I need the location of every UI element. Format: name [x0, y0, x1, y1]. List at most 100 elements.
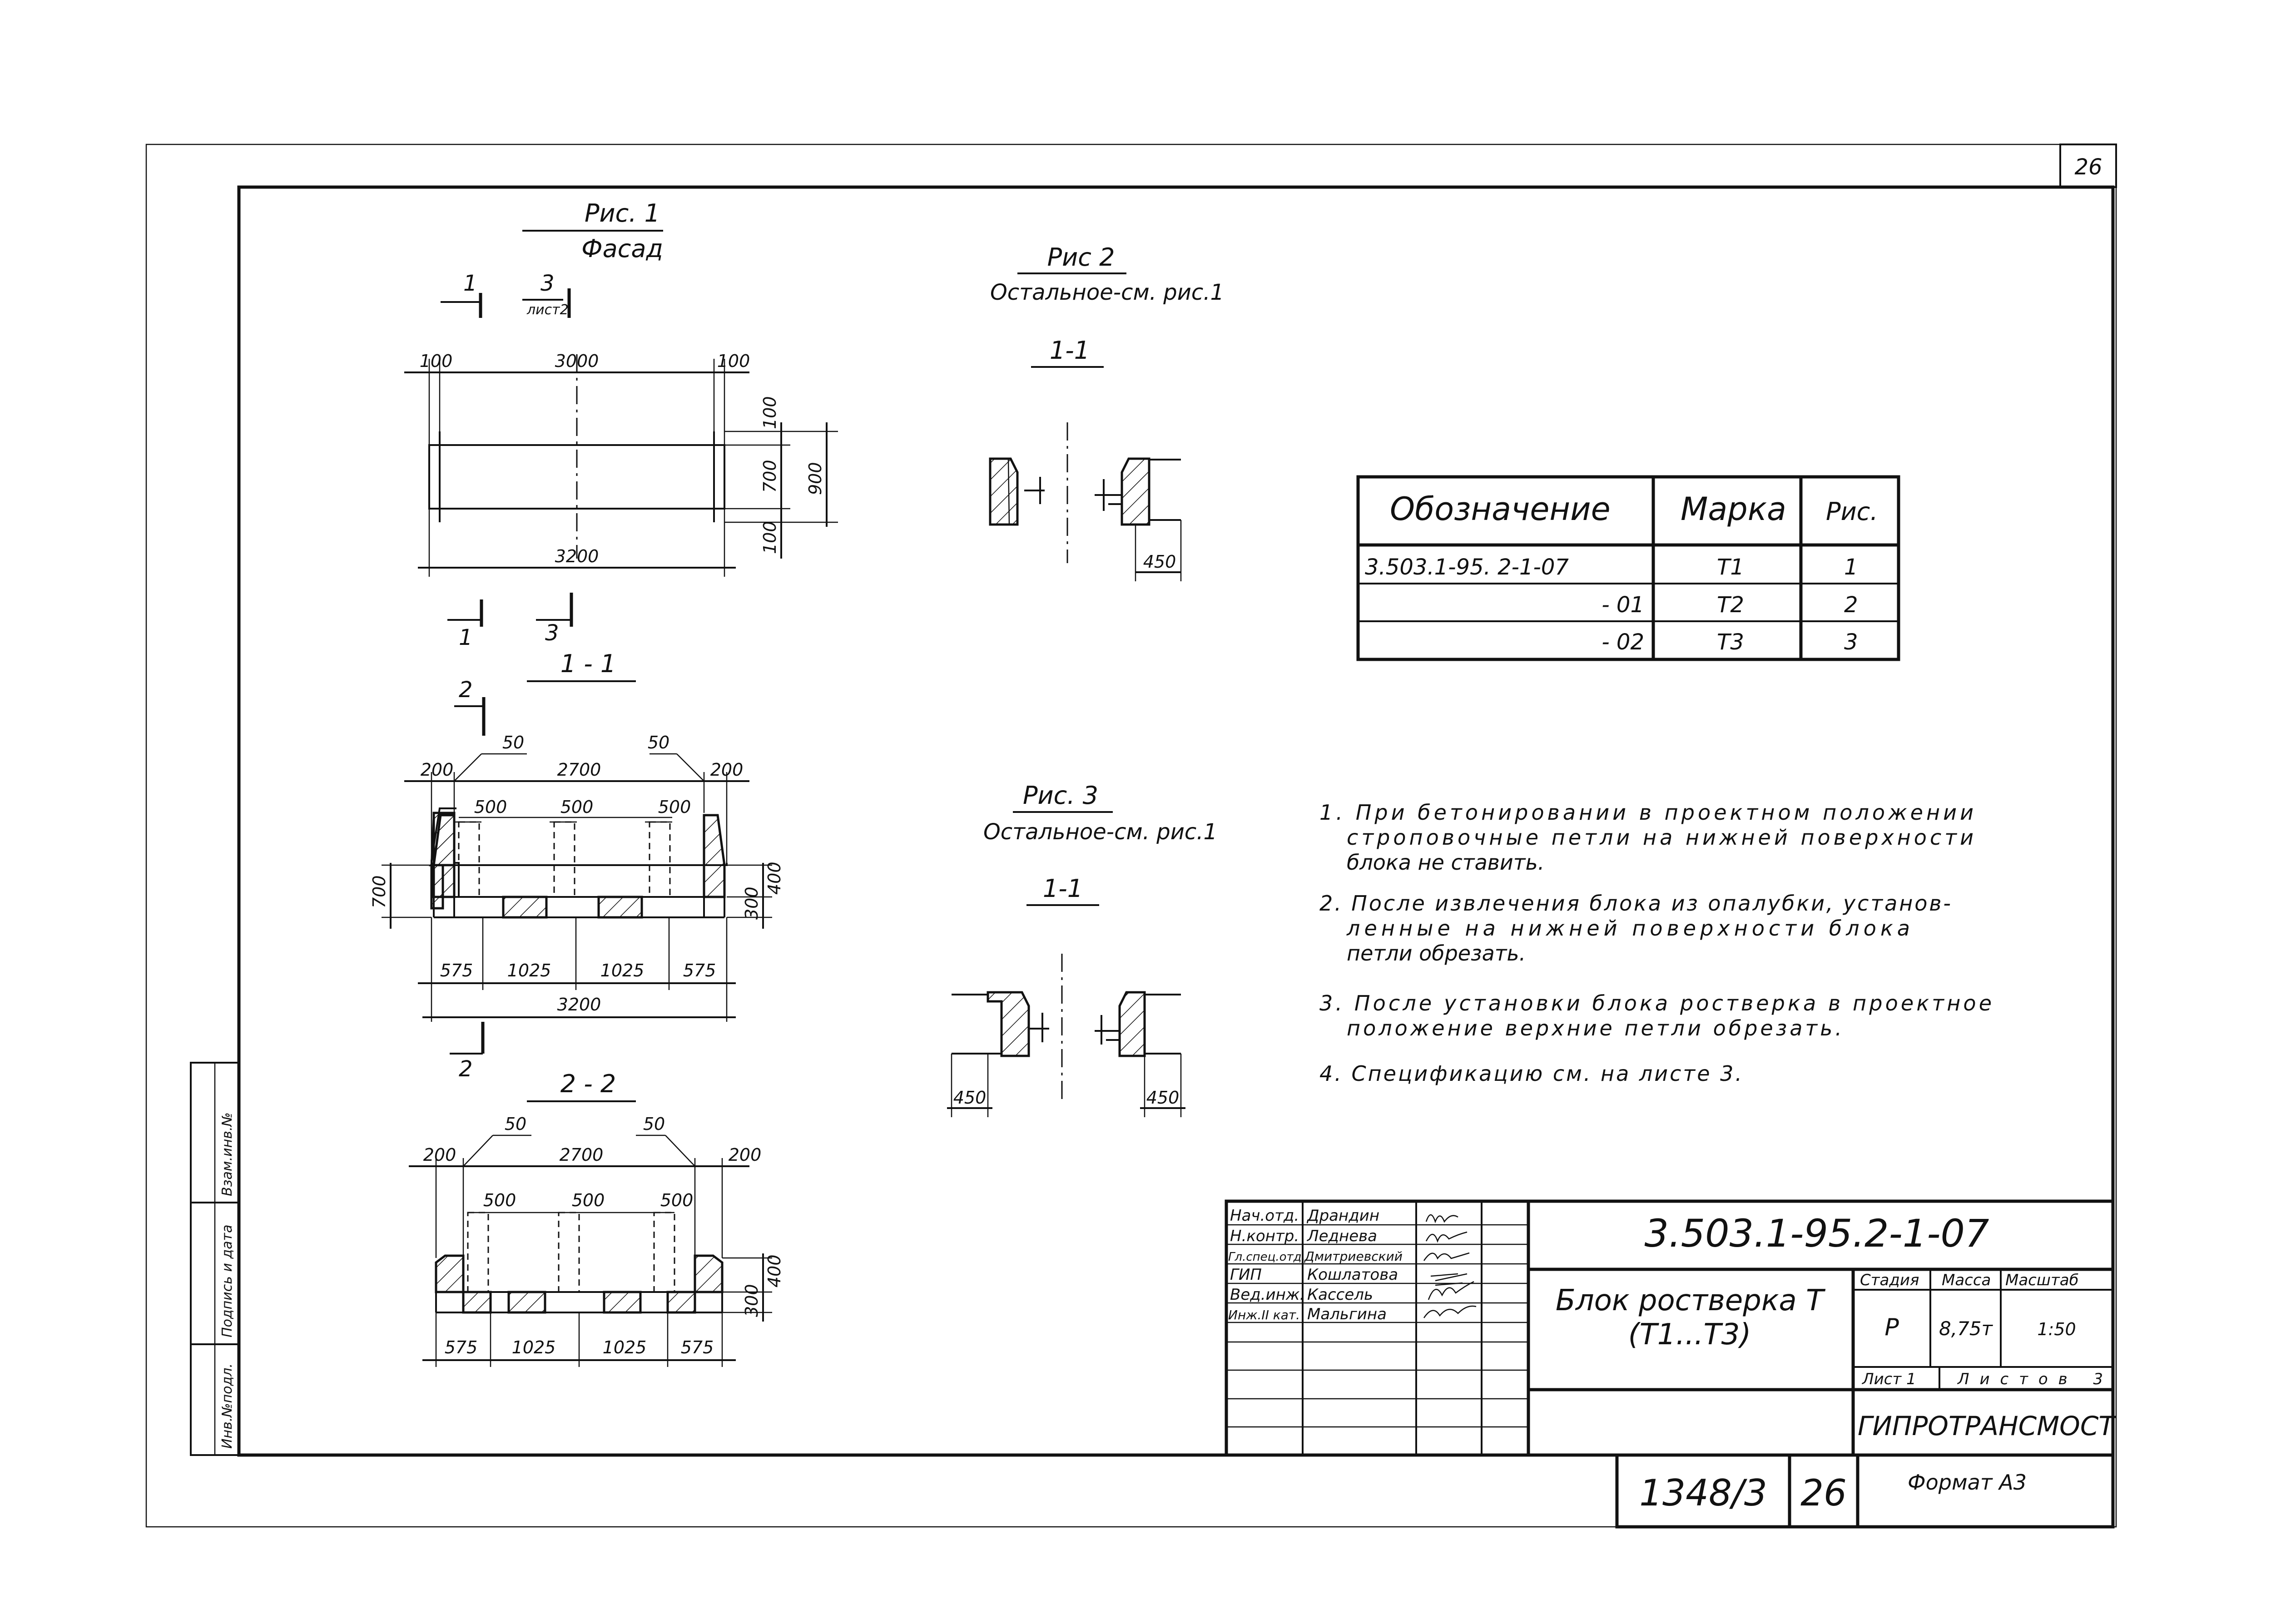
fig2-section: 1-1	[1050, 336, 1090, 365]
sec22-dim-300: 300	[742, 1284, 762, 1317]
signer-2-role: Н.контр.	[1230, 1227, 1299, 1245]
sec11-dim-1025b: 1025	[600, 961, 645, 980]
fig1-dim-r-700: 700	[760, 460, 780, 493]
mass-label: Масса	[1942, 1271, 1991, 1289]
note-2-line-1: 2. После извлечения блока из опалубки, у…	[1319, 891, 1951, 916]
fig1-below-mark-3: 3	[545, 620, 559, 646]
signature-2	[1425, 1231, 1468, 1243]
fig1-dim-100-left: 100	[420, 351, 453, 371]
sheet-label: Лист 1	[1861, 1370, 1916, 1388]
sec22-dim-200b: 200	[729, 1145, 762, 1165]
table-row2-mark: Т2	[1717, 592, 1744, 618]
table-header-designation: Обозначение	[1390, 490, 1611, 528]
signature-3	[1423, 1252, 1470, 1261]
table-header-fig: Рис.	[1826, 497, 1878, 526]
table-row3-fig: 3	[1844, 629, 1858, 655]
scale-label: Масштаб	[2005, 1271, 2079, 1289]
sec11-dim-50a: 50	[502, 733, 524, 753]
sec22-dim-400: 400	[764, 1254, 784, 1287]
scale-value: 1:50	[2037, 1319, 2076, 1339]
note-1-line-1: 1. При бетонировании в проектном положен…	[1319, 800, 1973, 825]
sec11-dim-700: 700	[369, 875, 389, 908]
table-row1-mark: Т1	[1717, 555, 1744, 580]
note-2-line-3: петли обрезать.	[1347, 941, 1526, 965]
signer-3-name: Дмитриевский	[1304, 1249, 1403, 1264]
signer-1-role: Нач.отд.	[1230, 1207, 1299, 1225]
sec11-mark-top: 2	[459, 677, 473, 703]
stage-value: Р	[1884, 1314, 1899, 1341]
title-block-title-1: Блок ростверка Т	[1556, 1284, 1826, 1317]
fig1-dim-3200: 3200	[555, 546, 599, 566]
bottom-strip: 1348/3 26 Формат А3	[1615, 1453, 2115, 1529]
fig2-subtitle: Остальное-см. рис.1	[990, 280, 1224, 305]
stage-label: Стадия	[1860, 1271, 1919, 1289]
fig2: Рис 2 Остальное-см. рис.1 1-1 450	[989, 243, 1224, 581]
note-4-line-1: 4. Спецификацию см. на листе 3.	[1319, 1061, 1742, 1086]
table-row1-designation: 3.503.1-95. 2-1-07	[1365, 555, 1569, 580]
note-1-line-2: строповочные петли на нижней поверхности	[1347, 825, 1973, 850]
note-1-line-3: блока не ставить.	[1347, 850, 1544, 875]
signer-2-name: Леднева	[1306, 1227, 1377, 1245]
side-stamp-inv: Инв.№подл.	[219, 1363, 235, 1449]
fig1-dim-100-right: 100	[717, 351, 750, 371]
fig1-dim-r-100b: 100	[760, 521, 780, 554]
fig1-dim-3000: 3000	[555, 351, 599, 371]
table-row1-fig: 1	[1844, 555, 1858, 580]
table-row2-designation: - 01	[1602, 592, 1644, 618]
signer-5-role: Вед.инж.	[1230, 1286, 1304, 1304]
section-2-2: 2 - 2 50 50 200 2700 200 500 500 5	[409, 1069, 784, 1367]
sec11-dim-500c: 500	[658, 797, 691, 817]
table-row3-mark: Т3	[1717, 629, 1744, 655]
title-block: Нач.отд. Драндин Н.контр. Леднева Гл.спе…	[1225, 1199, 2117, 1457]
sec22-dim-500a: 500	[483, 1190, 516, 1210]
title-block-title-2: (Т1...Т3)	[1628, 1318, 1751, 1352]
sheets-label: Листов 3	[1957, 1370, 2103, 1388]
title-block-code: 3.503.1-95.2-1-07	[1645, 1211, 1989, 1256]
sec22-dim-575b: 575	[681, 1337, 714, 1357]
fig2-title: Рис 2	[1047, 243, 1115, 272]
section-1-1: 1 - 1 2	[369, 649, 784, 1082]
signature-4	[1430, 1273, 1468, 1286]
sec22-dim-50b: 50	[643, 1114, 665, 1134]
signer-1-name: Драндин	[1306, 1207, 1379, 1225]
table-header-mark: Марка	[1681, 490, 1786, 528]
sec22-dim-575a: 575	[445, 1337, 478, 1357]
sec11-title: 1 - 1	[560, 649, 616, 678]
sec11-dim-2700: 2700	[557, 760, 601, 780]
organization-name: ГИПРОТРАНСМОСТ	[1858, 1411, 2117, 1441]
sec11-dim-200a: 200	[421, 760, 454, 780]
sec11-dim-300: 300	[742, 886, 762, 920]
signature-5	[1428, 1281, 1474, 1300]
table-row2-fig: 2	[1844, 592, 1858, 618]
fig3-subtitle: Остальное-см. рис.1	[983, 819, 1217, 845]
sec22-dim-200a: 200	[423, 1145, 456, 1165]
fig3-dim-450b: 450	[1146, 1088, 1180, 1108]
sec11-dim-1025a: 1025	[507, 961, 551, 980]
sec11-dim-400: 400	[764, 862, 784, 895]
mass-value: 8,75т	[1939, 1317, 1993, 1340]
table-row3-designation: - 02	[1602, 629, 1644, 655]
fig1-facade: Рис. 1 Фасад 1 3 лист2 100 3000 100 100	[404, 199, 838, 650]
sec11-dim-575a: 575	[440, 961, 473, 980]
signature-6	[1423, 1305, 1477, 1318]
note-3-line-2: положение верхние петли обрезать.	[1347, 1016, 1842, 1040]
signer-6-role: Инж.II кат.	[1228, 1307, 1300, 1322]
side-stamp-replace: Взам.инв.№	[219, 1112, 235, 1196]
fig1-below-mark-1: 1	[459, 625, 473, 650]
sec22-dim-500b: 500	[572, 1190, 605, 1210]
fig1-mark-3-sub: лист2	[526, 302, 569, 318]
fig3-dim-450a: 450	[953, 1088, 987, 1108]
fig3: Рис. 3 Остальное-см. рис.1 1-1 450 450	[947, 781, 1217, 1117]
fig1-title: Рис. 1	[585, 199, 660, 228]
sec11-dim-3200: 3200	[557, 995, 601, 1015]
sec11-dim-200b: 200	[710, 760, 744, 780]
sec11-dim-500b: 500	[560, 797, 594, 817]
sec11-mark-bottom: 2	[459, 1056, 473, 1082]
sec22-dim-500c: 500	[660, 1190, 694, 1210]
sec22-dim-50a: 50	[505, 1114, 526, 1134]
page-number: 26	[1800, 1472, 1847, 1514]
side-stamp-sign: Подпись и дата	[219, 1225, 235, 1338]
fig3-section: 1-1	[1043, 874, 1083, 903]
fig1-mark-3: 3	[540, 271, 555, 296]
